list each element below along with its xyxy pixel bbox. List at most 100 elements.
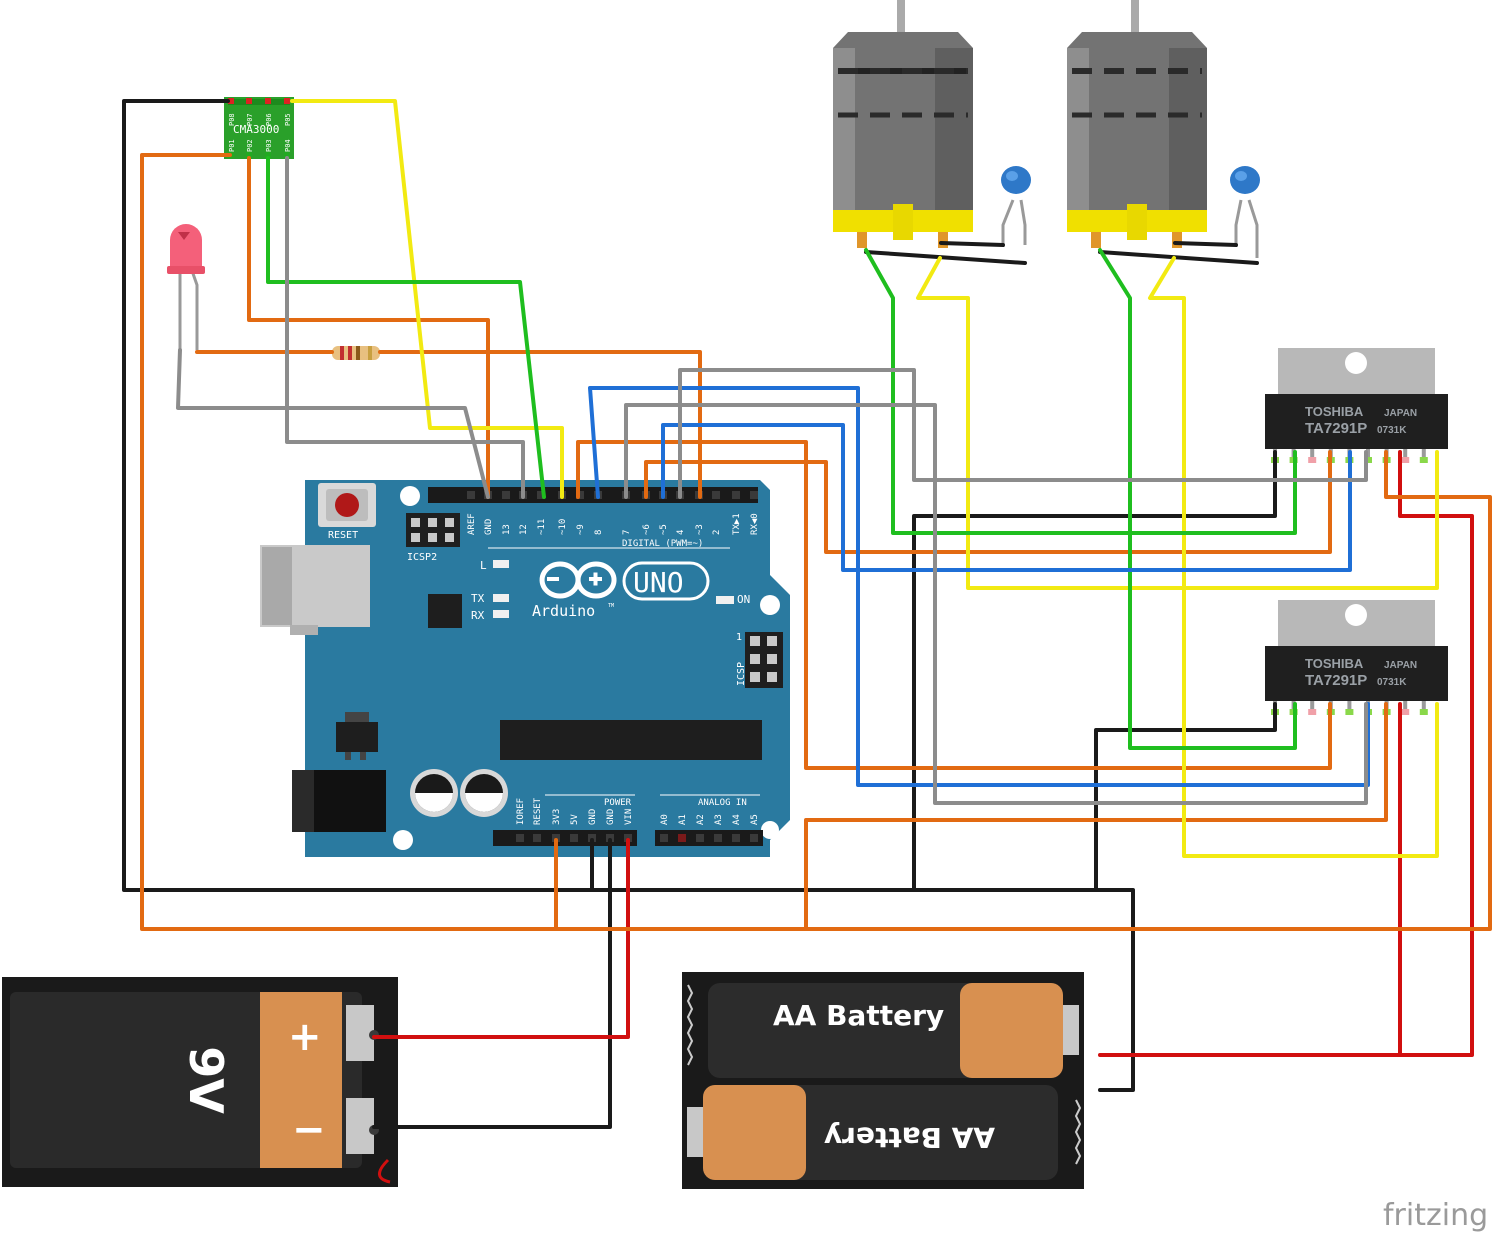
led-rx-label: RX	[471, 609, 485, 622]
header-pin	[570, 834, 578, 842]
power-pin-label: IOREF	[516, 798, 526, 825]
digital-pin-label: GND	[484, 519, 494, 535]
usb-connector	[260, 545, 370, 635]
wire-green	[864, 248, 1297, 535]
header-pin	[467, 491, 475, 499]
aa-battery-holder	[682, 972, 1084, 1189]
power-header	[493, 830, 637, 846]
driver1-part: TA7291P	[1305, 420, 1367, 437]
sensor-pin	[265, 152, 271, 158]
wire-orange	[247, 156, 490, 499]
dc-motor-1	[833, 0, 973, 248]
ic-pin-end	[1308, 709, 1317, 715]
ic-pin	[1403, 449, 1408, 457]
ic-pin-end	[1401, 457, 1410, 463]
driver1-origin: JAPAN	[1384, 408, 1417, 419]
red-led	[167, 224, 205, 350]
ic-pin-end	[1401, 709, 1410, 715]
reset-button[interactable]	[318, 483, 376, 527]
analog-pin-label: A4	[732, 814, 742, 825]
header-pin	[696, 834, 704, 842]
driver1-code: 0731K	[1377, 425, 1407, 436]
ic-pin	[1421, 701, 1426, 709]
digital-pin-label: 13	[502, 524, 512, 535]
icsp-label: ICSP	[736, 662, 747, 686]
analog-label: ANALOG IN	[698, 798, 747, 808]
sensor-pin	[284, 152, 290, 158]
sensor-name: CMA3000	[233, 123, 279, 136]
ic-pin	[1347, 701, 1352, 709]
sensor-pin	[246, 152, 252, 158]
analog-pin-label: A0	[660, 814, 670, 825]
battery-9v-minus: −	[292, 1107, 326, 1153]
digital-label: DIGITAL (PWM=~)	[622, 539, 703, 549]
wire-black	[1098, 250, 1259, 265]
power-label: POWER	[604, 798, 632, 808]
ceramic-capacitor-1	[1001, 166, 1031, 245]
digital-pin-label: 7	[622, 530, 632, 535]
ic-pin	[1310, 449, 1315, 457]
power-pin-label: VIN	[624, 809, 634, 825]
wire-blue	[661, 423, 1352, 572]
digital-pin-label: AREF	[467, 513, 477, 535]
wire-green	[1098, 248, 1297, 750]
icsp2-label: ICSP2	[407, 552, 437, 563]
header-pin	[537, 491, 545, 499]
power-pin-label: 5V	[570, 814, 580, 825]
digital-pin-label: ~6	[642, 524, 652, 535]
led-on	[716, 596, 734, 604]
icsp-header	[745, 632, 783, 688]
wire-gray	[624, 403, 1368, 805]
aa-battery-bottom-label: AA Battery	[824, 1121, 995, 1154]
dc-motor-2	[1067, 0, 1207, 248]
wire-orange	[140, 153, 1492, 931]
wire-gray	[285, 156, 525, 499]
header-pin	[750, 491, 758, 499]
digital-pin-label: 12	[519, 524, 529, 535]
driver2-code: 0731K	[1377, 677, 1407, 688]
header-pin	[712, 491, 720, 499]
wire-red	[372, 838, 630, 1039]
wire-yellow	[290, 99, 564, 499]
icsp-pin1-label: 1	[736, 632, 742, 643]
analog-pin-label: A1	[678, 814, 688, 825]
digital-pin-label: TX▶1	[732, 513, 742, 535]
digital-pin-label: ~5	[659, 524, 669, 535]
digital-pin-label: RX◀0	[750, 513, 760, 535]
sensor-pin	[228, 98, 234, 104]
motor-driver-1	[1265, 348, 1448, 463]
header-pin	[660, 834, 668, 842]
sensor-pin	[265, 98, 271, 104]
analog-pin-label: A5	[750, 814, 760, 825]
header-pin	[502, 491, 510, 499]
sensor-pin	[246, 98, 252, 104]
header-pin	[516, 834, 524, 842]
wire-black	[864, 250, 1027, 265]
wire-yellow	[916, 256, 1439, 590]
cma3000-sensor	[224, 97, 294, 159]
header-pin	[533, 834, 541, 842]
analog-header	[655, 830, 763, 846]
ic-pin	[1403, 701, 1408, 709]
header-pin	[714, 834, 722, 842]
icsp2-header	[406, 513, 460, 547]
board-capacitor	[410, 769, 458, 817]
header-pin	[732, 834, 740, 842]
sensor-pin	[284, 98, 290, 104]
wire-yellow	[1148, 256, 1439, 858]
arduino-brand: Arduino	[532, 602, 595, 620]
ceramic-capacitor-2	[1230, 166, 1260, 258]
sensor-pin-label: P07	[246, 113, 254, 126]
digital-pin-label: ~11	[537, 519, 547, 535]
battery-9v-label: 9V	[179, 1046, 233, 1114]
battery-9v-plus: +	[288, 1014, 322, 1060]
digital-pin-label: 4	[676, 530, 686, 535]
arduino-logo	[539, 561, 710, 601]
header-pin	[678, 834, 686, 842]
wire-orange	[378, 350, 702, 499]
analog-pin-label: A3	[714, 814, 724, 825]
battery-9v	[2, 977, 398, 1187]
led-on-label: ON	[737, 593, 750, 606]
wire-red	[1098, 450, 1474, 1057]
